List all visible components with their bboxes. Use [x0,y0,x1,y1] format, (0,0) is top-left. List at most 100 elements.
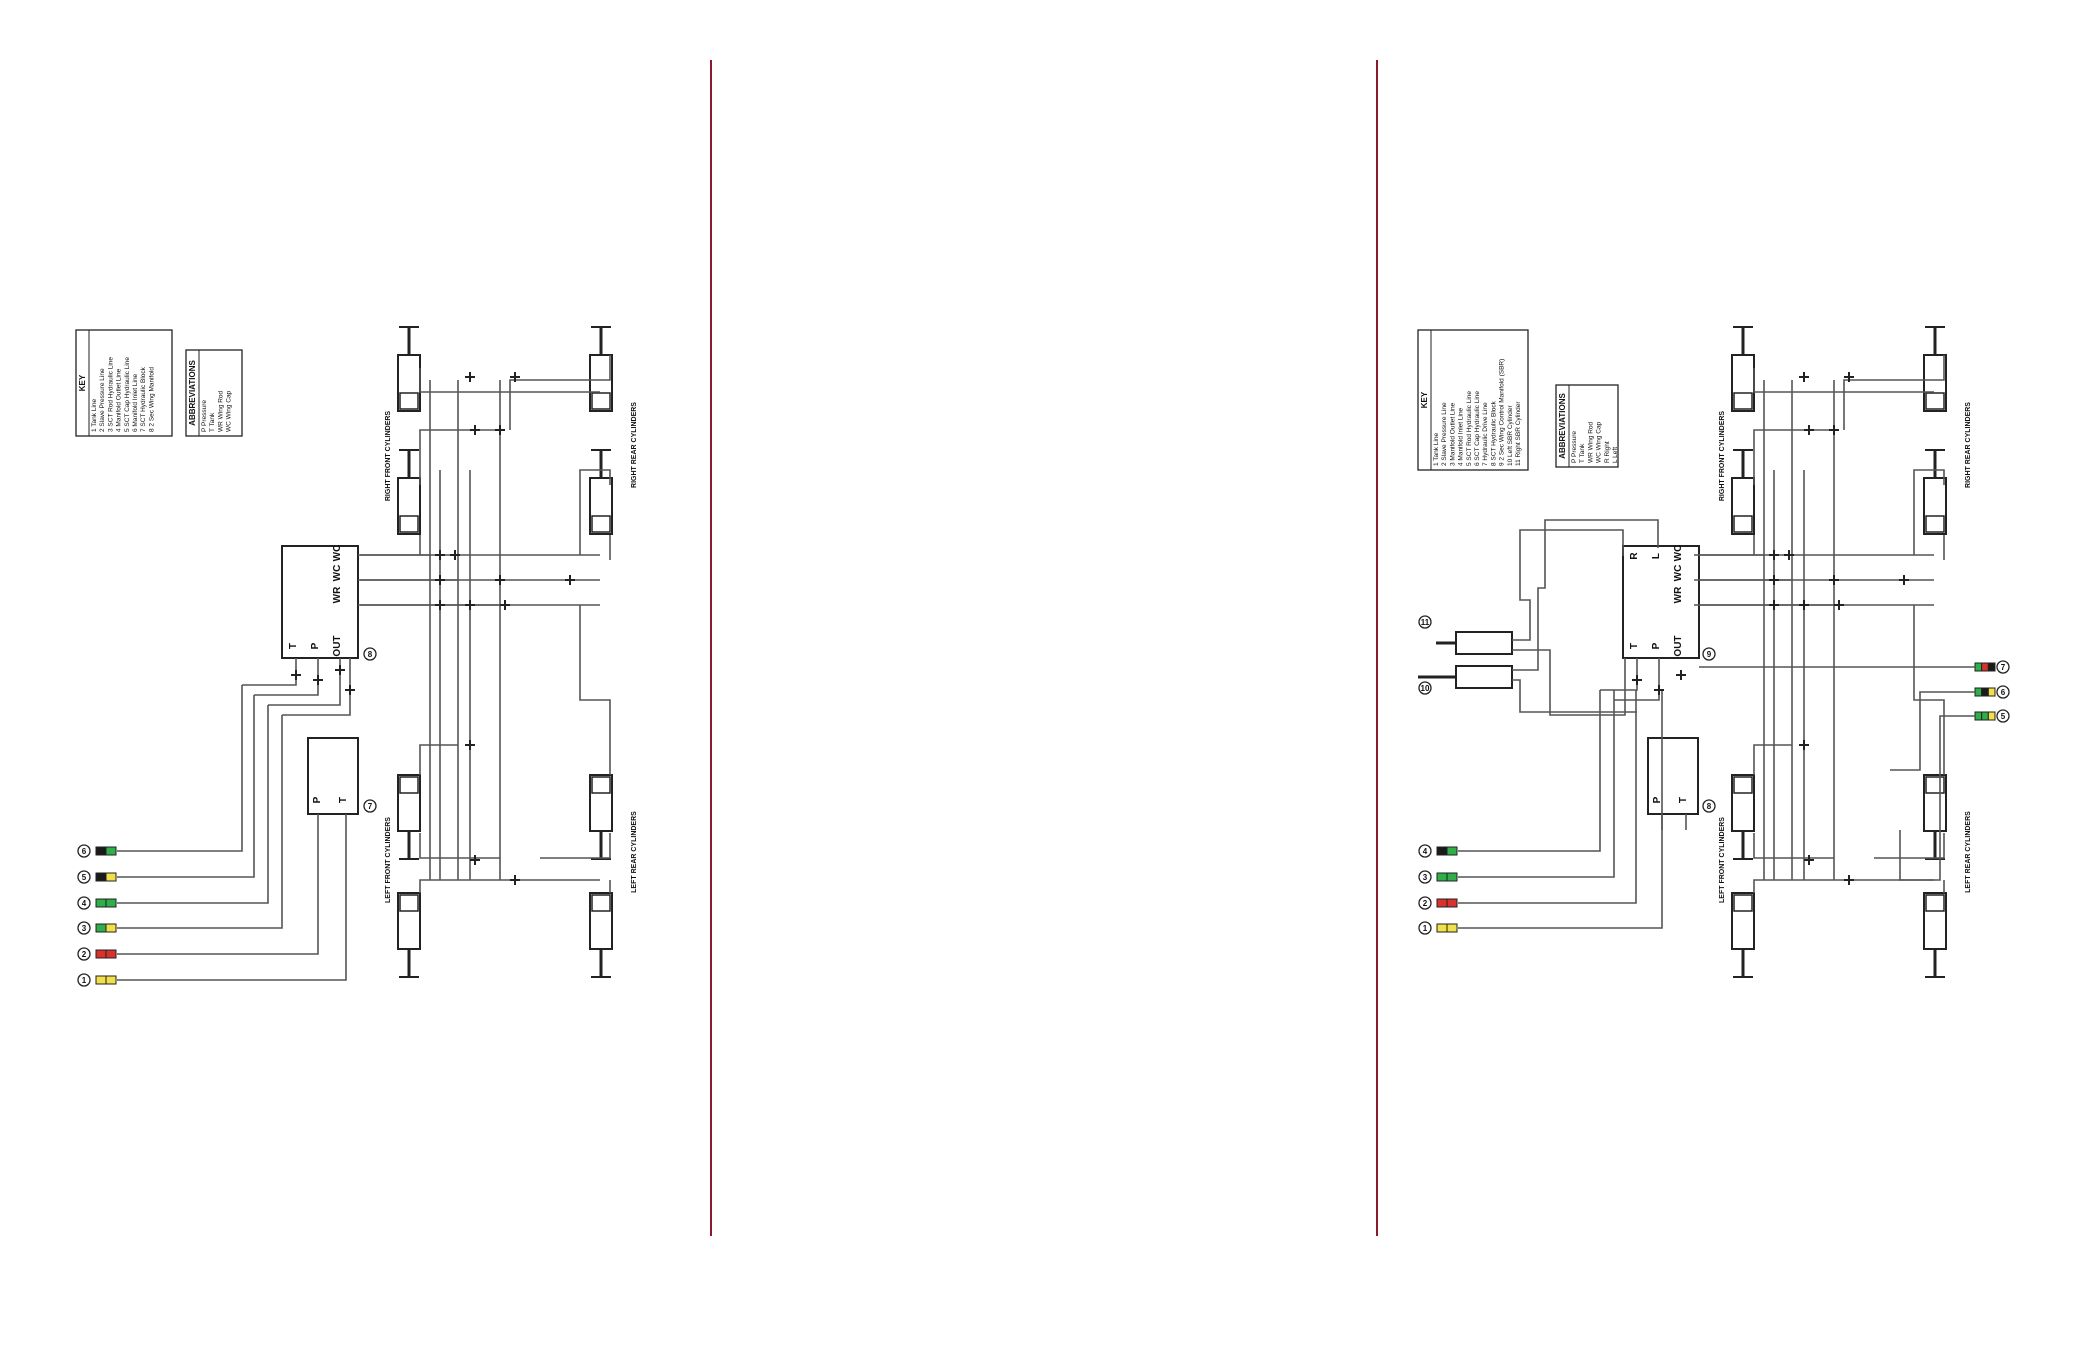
callout-number: 3 [82,924,87,933]
hydraulic-cylinder [1923,449,1947,535]
tee-fitting [1654,685,1664,695]
hydraulic-line [419,833,500,859]
tee-fitting [1829,425,1839,435]
key-box-item: 7 SCT Hydraulic Block [140,366,147,432]
abbreviations-box-item: P Pressure [201,400,208,432]
hydraulic-line [1753,744,1792,775]
tee-fitting [465,600,475,610]
hose-color-band [105,949,117,959]
port-WC: WC [332,565,343,582]
label-right-front-cylinders: RIGHT FRONT CYLINDERS [385,411,392,502]
manifold-number: 8 [363,647,377,661]
abbreviations-box-item: P Pressure [1571,431,1578,463]
port-WR: WR [1673,586,1684,603]
connector-number: 3 [1418,870,1432,884]
hydraulic-cylinder [397,774,421,860]
connector-number: 1 [77,973,91,987]
tee-fitting [1632,675,1642,685]
hose-color-band [95,949,107,959]
hydraulic-line [242,658,297,686]
tee-fitting [1844,875,1854,885]
tee-fitting [1769,550,1779,560]
key-box-item: 2 Slave Pressure Line [1441,402,1448,466]
connector-number: 2 [1418,896,1432,910]
callout-number: 9 [1707,650,1712,659]
hose-color-band [95,872,107,882]
connector-number: 5 [1996,709,2010,723]
hose-color-band [1436,898,1448,908]
hose-color-band [1436,923,1448,933]
hose-color-band [1436,846,1448,856]
abbreviations-box-title: ABBREVIATIONS [188,360,197,426]
callout-number: 8 [1707,802,1712,811]
port-WC: WC [1673,545,1684,562]
tee-fitting [450,550,460,560]
hose-color-band [1446,898,1458,908]
hose-color-band [1446,923,1458,933]
tee-fitting [1804,425,1814,435]
block-number: 7 [363,799,377,813]
hydraulic-line [1753,879,1934,893]
callout-number: 2 [82,950,87,959]
key-box-item: 2 Slave Pressure Line [99,368,106,432]
hose-connector: 3 [77,921,117,935]
sbr-cylinders [1418,631,1513,689]
hydraulic-line [268,658,341,706]
connector-number: 5 [77,870,91,884]
port-WC: WC [1673,565,1684,582]
hydraulic-line [117,705,269,904]
tee-fitting [500,600,510,610]
hose-color-band [95,846,107,856]
key-box-item: 5 SCT Rod Hydraulic Line [1466,391,1473,466]
tee-fitting [1676,670,1686,680]
hose-color-band [105,872,117,882]
hose-color-band [1981,662,1989,672]
port-P: P [1651,642,1662,649]
hose-color-band [1446,846,1458,856]
tee-fitting [435,550,445,560]
port-T: T [338,797,349,803]
connector-number: 2 [77,947,91,961]
tee-fitting [345,685,355,695]
hydraulic-line [419,368,600,393]
hydraulic-cylinder [589,774,613,860]
hydraulic-cylinder [1731,774,1755,860]
callout-number: 5 [82,873,87,882]
hydraulic-line [1600,658,1638,691]
hydraulic-cylinder [1923,326,1947,412]
tee-fitting [435,600,445,610]
callout-number: 8 [368,650,373,659]
hose-color-band [105,923,117,933]
hose-color-band [1987,687,1996,697]
label-left-rear-cylinders: LEFT REAR CYLINDERS [1965,811,1972,893]
tee-fitting [1829,575,1839,585]
sbr-right-number: 11 [1418,615,1432,629]
hydraulic-line [1874,833,1945,859]
hose-connector: 7 [1974,660,2010,674]
key-box-item: 5 SCT Cap Hydraulic Line [124,357,131,432]
hydraulic-line [1614,658,1660,701]
key-box-item: 8 SCT Hydraulic Block [1490,400,1497,466]
hose-connector: 3 [1418,870,1458,884]
hose-connector: 2 [1418,896,1458,910]
callout-number: 5 [2001,712,2006,721]
port-WR: WR [332,586,343,603]
hydraulic-line [1913,605,1945,775]
hydraulic-line [117,695,255,878]
key-box-item: 4 Manifold Inlet Line [1458,407,1465,466]
callout-number: 4 [82,899,87,908]
abbreviations-box-item: WR Wing Rod [1587,421,1594,463]
port-T: T [1678,797,1689,803]
key-box-item: 4 Manifold Outlet Line [116,368,123,432]
callout-number: 2 [1423,899,1428,908]
label-left-rear-cylinders: LEFT REAR CYLINDERS [631,811,638,893]
tee-fitting [565,575,575,585]
block-number: 8 [1702,799,1716,813]
key-box-item: 3 SCT Rod Hydraulic Line [107,357,114,432]
callout-number: 7 [2001,663,2006,672]
